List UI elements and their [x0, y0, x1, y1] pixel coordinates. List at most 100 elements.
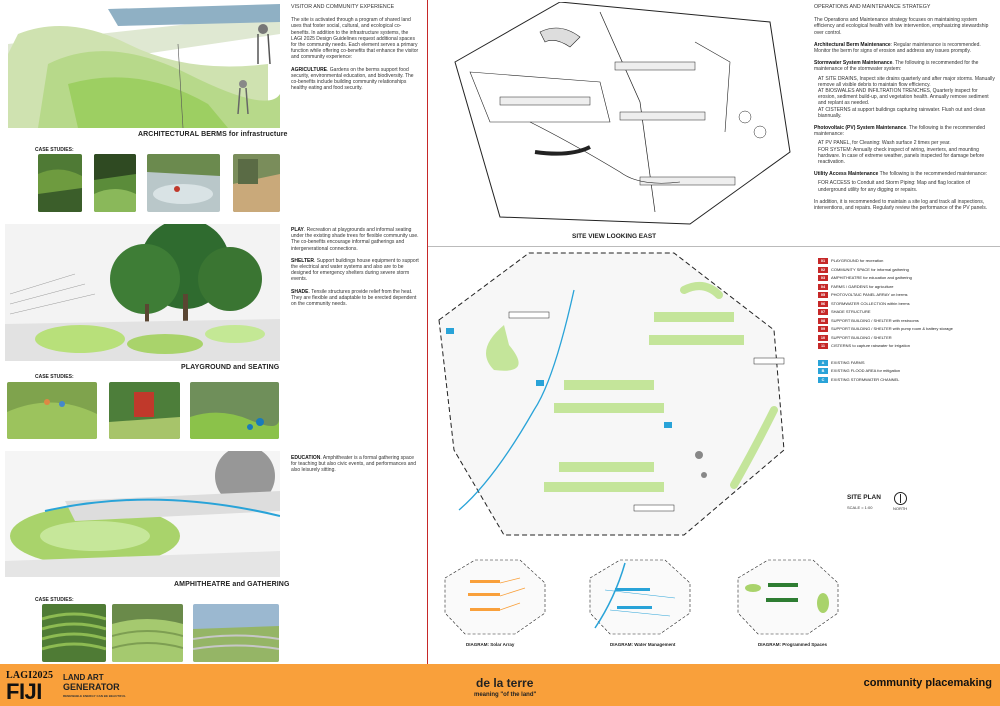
case-photo-3	[147, 154, 220, 212]
site-view-label: SITE VIEW LOOKING EAST	[572, 233, 657, 240]
case-studies-label: CASE STUDIES:	[35, 147, 74, 153]
storm-item: AT CISTERNS at support buildings capturi…	[818, 106, 986, 119]
legend-code: 10	[818, 334, 828, 341]
logo-fiji: FIJI	[6, 679, 42, 704]
legend-text: CISTERNS to capture rainwater for irriga…	[831, 343, 910, 348]
case-photo-6	[109, 382, 180, 439]
diagram-solar-array	[440, 558, 550, 636]
visitor-heading: VISITOR AND COMMUNITY EXPERIENCE	[291, 4, 395, 10]
legend-code: C	[818, 376, 828, 383]
legend-text: PLAYGROUND for recreation	[831, 258, 884, 263]
playground-caption: PLAYGROUND and SEATING	[181, 364, 280, 371]
shelter-desc: . Support buildings house equipment to s…	[291, 257, 419, 283]
case-photo-1	[38, 154, 82, 212]
logo-lagi: LAGI2025	[6, 670, 54, 681]
site-view-drawing	[440, 2, 800, 228]
agri-para: AGRICULTURE. Gardens on the berms suppor…	[291, 67, 419, 92]
legend-text: SUPPORT BUILDING / SHELTER with pump roo…	[831, 326, 953, 331]
site-plan-drawing	[434, 250, 814, 542]
legend-code: 03	[818, 275, 828, 282]
storm-item: AT SITE DRAINS, Inspect site drains quar…	[818, 75, 995, 88]
case-photo-5	[7, 382, 97, 439]
logo-line2: GENERATOR	[63, 682, 120, 692]
om-text: OPERATIONS AND MAINTENANCE STRATEGY The …	[814, 4, 996, 217]
divider-vertical	[427, 0, 428, 664]
case-studies-label-2: CASE STUDIES:	[35, 374, 74, 380]
footer-bar	[0, 664, 1000, 706]
case-photo-7	[190, 382, 279, 439]
diagram-water-management	[585, 558, 695, 636]
visitor-intro: The site is activated through a program …	[291, 17, 419, 61]
play-para: PLAY. Recreation at playgrounds and info…	[291, 227, 419, 252]
legend-code: 07	[818, 309, 828, 316]
playground-rendering	[5, 224, 280, 361]
storm-item: AT BIOSWALES AND INFILTRATION TRENCHES, …	[818, 88, 989, 107]
pv-item: AT PV PANEL, for Cleaning: Wash surface …	[818, 140, 951, 147]
edu-desc: . Amphitheater is a formal gathering spa…	[291, 455, 417, 474]
legend-code: 06	[818, 300, 828, 307]
play-title: PLAY	[291, 227, 304, 233]
berm-title: Architectural Berm Maintenance	[814, 41, 891, 48]
diagram-label-programmed: DIAGRAM: Programmed Spaces	[758, 642, 828, 647]
closing-para: In addition, it is recommended to mainta…	[814, 198, 988, 212]
case-photo-10	[193, 604, 279, 662]
pv-title: Photovoltaic (PV) System Maintenance	[814, 125, 907, 132]
legend-text: SHADE STRUCTURE	[831, 309, 871, 314]
pv-para: Photovoltaic (PV) System Maintenance. Th…	[814, 125, 996, 137]
agri-title: AGRICULTURE	[291, 66, 328, 73]
legend-code: 05	[818, 292, 828, 299]
pv-item: FOR SYSTEM: Annually check inspect of wi…	[818, 146, 985, 166]
legend-code: A	[818, 359, 828, 366]
edu-para: EDUCATION. Amphitheater is a formal gath…	[291, 455, 419, 474]
legend-code: B	[818, 368, 828, 375]
scale-label: SCALE = 1:00	[847, 505, 873, 510]
edu-text: EDUCATION. Amphitheater is a formal gath…	[291, 455, 419, 480]
site-plan-label: SITE PLAN	[847, 494, 881, 501]
om-intro: The Operations and Maintenance strategy …	[814, 17, 989, 36]
agri-text: . Gardens on the berms support food secu…	[291, 66, 414, 92]
legend-text: EXISTING FLOOD AREA for mitigation	[831, 368, 901, 373]
berms-rendering	[8, 4, 280, 128]
shelter-title: SHELTER	[291, 257, 314, 264]
legend-text: SUPPORT BUILDING / SHELTER	[831, 334, 892, 340]
diagram-label-water: DIAGRAM: Water Management	[610, 642, 676, 647]
amphitheatre-rendering	[5, 451, 280, 577]
legend-code: 01	[818, 258, 828, 265]
north-label: NORTH	[893, 506, 908, 511]
util-para: Utility Access Maintenance The following…	[814, 171, 996, 177]
divider-horizontal	[428, 246, 1000, 247]
shade-para: SHADE. Tensile structures provide relief…	[291, 289, 419, 308]
diagram-label-solar: DIAGRAM: Solar Array	[466, 642, 515, 647]
util-desc: The following is the recommended mainten…	[878, 171, 988, 178]
logo-line3: RENEWABLE ENERGY CAN BE BEAUTIFUL	[63, 694, 126, 698]
edu-title: EDUCATION	[291, 455, 321, 461]
legend-text: EXISTING FARMS	[831, 359, 865, 365]
legend-text: SUPPORT BUILDING / SHELTER with restroom…	[831, 317, 919, 323]
board-title: community placemaking	[863, 677, 992, 689]
case-photo-2	[94, 154, 136, 212]
legend-text: EXISTING STORMWATER CHANNEL	[831, 376, 900, 382]
legend-code: 11	[818, 343, 828, 350]
play-desc: . Recreation at playgrounds and informal…	[291, 227, 419, 252]
case-photo-8	[42, 604, 106, 662]
legend-code: 04	[818, 283, 828, 290]
legend-text: AMPHITHEATRE for education and gathering	[831, 275, 912, 280]
shade-title: SHADE	[291, 288, 309, 295]
visitor-text: VISITOR AND COMMUNITY EXPERIENCE The sit…	[291, 4, 419, 97]
pv-desc: . The following is the recommended maint…	[814, 125, 986, 138]
berms-caption: ARCHITECTURAL BERMS for infrastructure	[138, 131, 288, 138]
